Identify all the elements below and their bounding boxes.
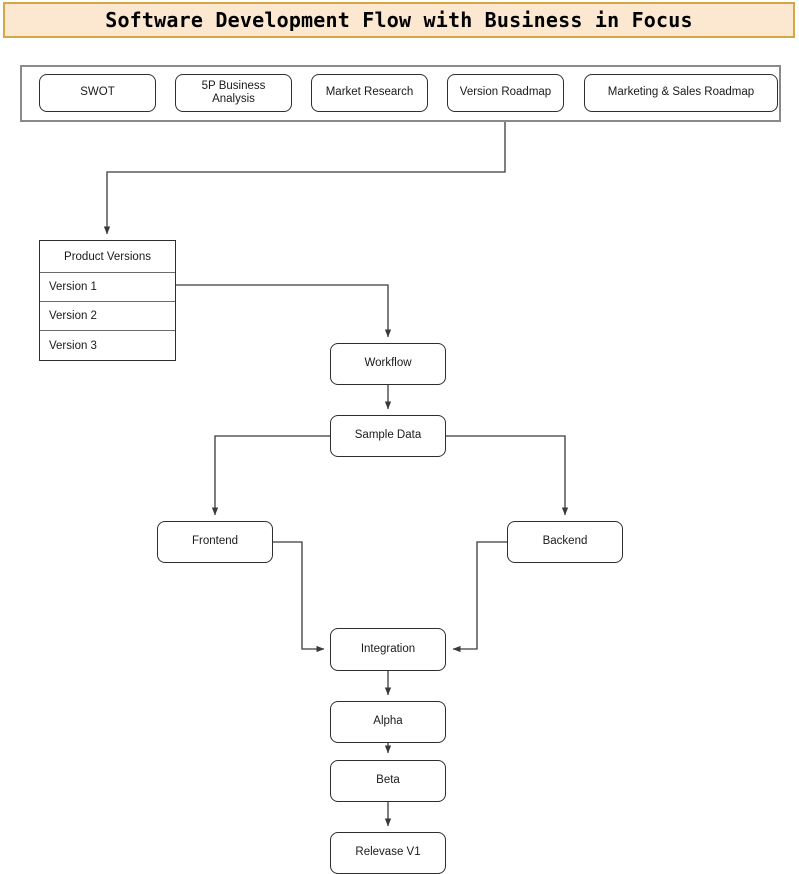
node-label: Alpha <box>373 715 403 728</box>
node-sample-data[interactable]: Sample Data <box>330 415 446 457</box>
node-label: Integration <box>360 642 416 655</box>
connector-sample-data-to-frontend <box>211 435 330 516</box>
node-label: Workflow <box>364 357 412 370</box>
node-alpha[interactable]: Alpha <box>330 701 446 743</box>
node-swot[interactable]: SWOT <box>39 74 156 112</box>
node-label: Beta <box>376 774 400 787</box>
node-integration[interactable]: Integration <box>330 628 446 671</box>
connector-version1-to-workflow <box>176 284 392 338</box>
node-release-v1[interactable]: Relevase V1 <box>330 832 446 874</box>
page-title-banner: Software Development Flow with Business … <box>3 2 795 38</box>
node-label: Sample Data <box>354 429 422 442</box>
product-versions-row-3[interactable]: Version 3 <box>49 339 97 352</box>
product-versions-row-1[interactable]: Version 1 <box>40 273 175 302</box>
node-label: Version Roadmap <box>459 86 552 99</box>
node-market-research[interactable]: Market Research <box>311 74 428 112</box>
product-versions-table: Product Versions Version 1 Version 2 Ver… <box>39 240 176 361</box>
node-label: Frontend <box>191 535 239 548</box>
node-version-roadmap[interactable]: Version Roadmap <box>447 74 564 112</box>
node-5p-business-analysis[interactable]: 5P Business Analysis <box>175 74 292 112</box>
product-versions-row-2[interactable]: Version 2 <box>40 302 175 331</box>
node-workflow[interactable]: Workflow <box>330 343 446 385</box>
page-title: Software Development Flow with Business … <box>105 8 693 32</box>
node-label: Relevase V1 <box>355 846 421 859</box>
connector-version-roadmap-to-product-versions <box>103 122 506 235</box>
connector-backend-to-integration <box>452 541 507 653</box>
connector-frontend-to-integration <box>273 541 325 653</box>
product-versions-header: Product Versions <box>40 241 175 273</box>
connector-sample-data-to-backend <box>446 435 569 516</box>
node-backend[interactable]: Backend <box>507 521 623 563</box>
node-frontend[interactable]: Frontend <box>157 521 273 563</box>
node-beta[interactable]: Beta <box>330 760 446 802</box>
node-marketing-sales-roadmap[interactable]: Marketing & Sales Roadmap <box>584 74 778 112</box>
node-label: Backend <box>542 535 588 548</box>
node-label: Market Research <box>325 86 414 99</box>
node-label: SWOT <box>80 86 115 99</box>
node-label: 5P Business Analysis <box>201 79 266 105</box>
node-label: Marketing & Sales Roadmap <box>607 86 755 99</box>
